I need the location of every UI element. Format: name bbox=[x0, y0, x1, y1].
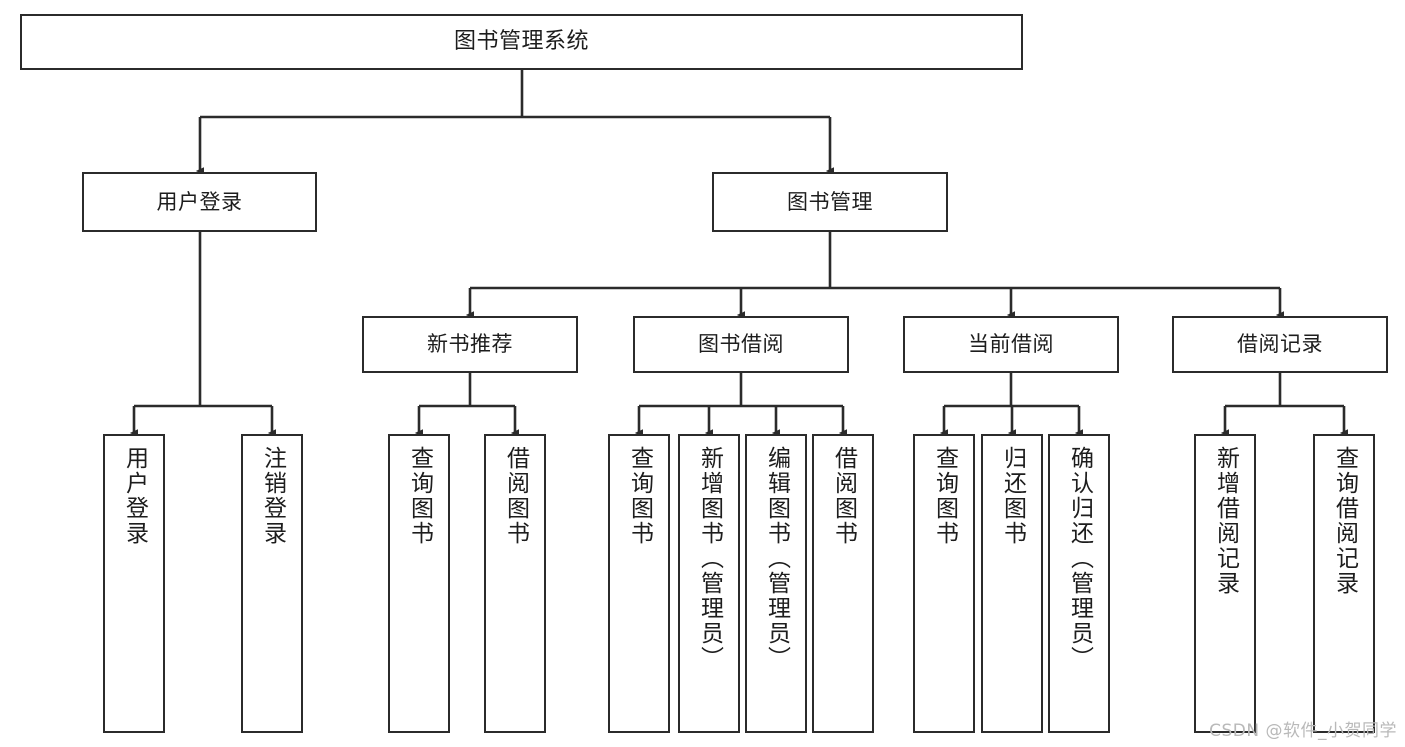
node-n-root[interactable]: 图书管理系统 bbox=[20, 14, 1023, 70]
node-label: 查询图书 bbox=[406, 446, 433, 546]
node-l-confirm-return[interactable]: 确认归还（管理员） bbox=[1048, 434, 1110, 733]
node-n-current-borrow[interactable]: 当前借阅 bbox=[903, 316, 1119, 373]
node-l-add-book[interactable]: 新增图书（管理员） bbox=[678, 434, 740, 733]
node-label: 借阅图书 bbox=[502, 446, 529, 546]
node-n-book-mgmt[interactable]: 图书管理 bbox=[712, 172, 948, 232]
node-label: 查询借阅记录 bbox=[1331, 446, 1358, 596]
node-l-query-book-1[interactable]: 查询图书 bbox=[388, 434, 450, 733]
watermark-label: CSDN @软件_小贺同学 bbox=[1209, 721, 1397, 741]
node-n-user-login[interactable]: 用户登录 bbox=[82, 172, 317, 232]
node-l-borrow-book-1[interactable]: 借阅图书 bbox=[484, 434, 546, 733]
node-label: 图书管理系统 bbox=[453, 29, 589, 55]
node-label: 查询图书 bbox=[626, 446, 653, 546]
node-l-borrow-book-2[interactable]: 借阅图书 bbox=[812, 434, 874, 733]
node-label: 借阅记录 bbox=[1237, 332, 1323, 357]
node-l-user-logout[interactable]: 注销登录 bbox=[241, 434, 303, 733]
node-label: 编辑图书（管理员） bbox=[763, 446, 790, 671]
node-label: 借阅图书 bbox=[830, 446, 857, 546]
node-label: 归还图书 bbox=[999, 446, 1026, 546]
node-n-book-borrow[interactable]: 图书借阅 bbox=[633, 316, 849, 373]
node-label: 查询图书 bbox=[931, 446, 958, 546]
node-l-user-login[interactable]: 用户登录 bbox=[103, 434, 165, 733]
node-l-query-record[interactable]: 查询借阅记录 bbox=[1313, 434, 1375, 733]
node-label: 图书管理 bbox=[787, 189, 873, 214]
node-label: 确认归还（管理员） bbox=[1066, 446, 1093, 671]
node-label: 图书借阅 bbox=[698, 332, 784, 357]
node-l-query-book-2[interactable]: 查询图书 bbox=[608, 434, 670, 733]
node-label: 新增图书（管理员） bbox=[696, 446, 723, 671]
node-label: 用户登录 bbox=[121, 446, 148, 546]
node-n-new-book-rec[interactable]: 新书推荐 bbox=[362, 316, 578, 373]
node-l-edit-book[interactable]: 编辑图书（管理员） bbox=[745, 434, 807, 733]
node-l-query-book-3[interactable]: 查询图书 bbox=[913, 434, 975, 733]
node-label: 新书推荐 bbox=[427, 332, 513, 357]
node-label: 用户登录 bbox=[156, 189, 243, 214]
node-l-add-record[interactable]: 新增借阅记录 bbox=[1194, 434, 1256, 733]
node-l-return-book[interactable]: 归还图书 bbox=[981, 434, 1043, 733]
node-label: 注销登录 bbox=[259, 446, 286, 546]
node-n-borrow-record[interactable]: 借阅记录 bbox=[1172, 316, 1388, 373]
node-label: 新增借阅记录 bbox=[1212, 446, 1239, 596]
node-label: 当前借阅 bbox=[968, 332, 1054, 357]
